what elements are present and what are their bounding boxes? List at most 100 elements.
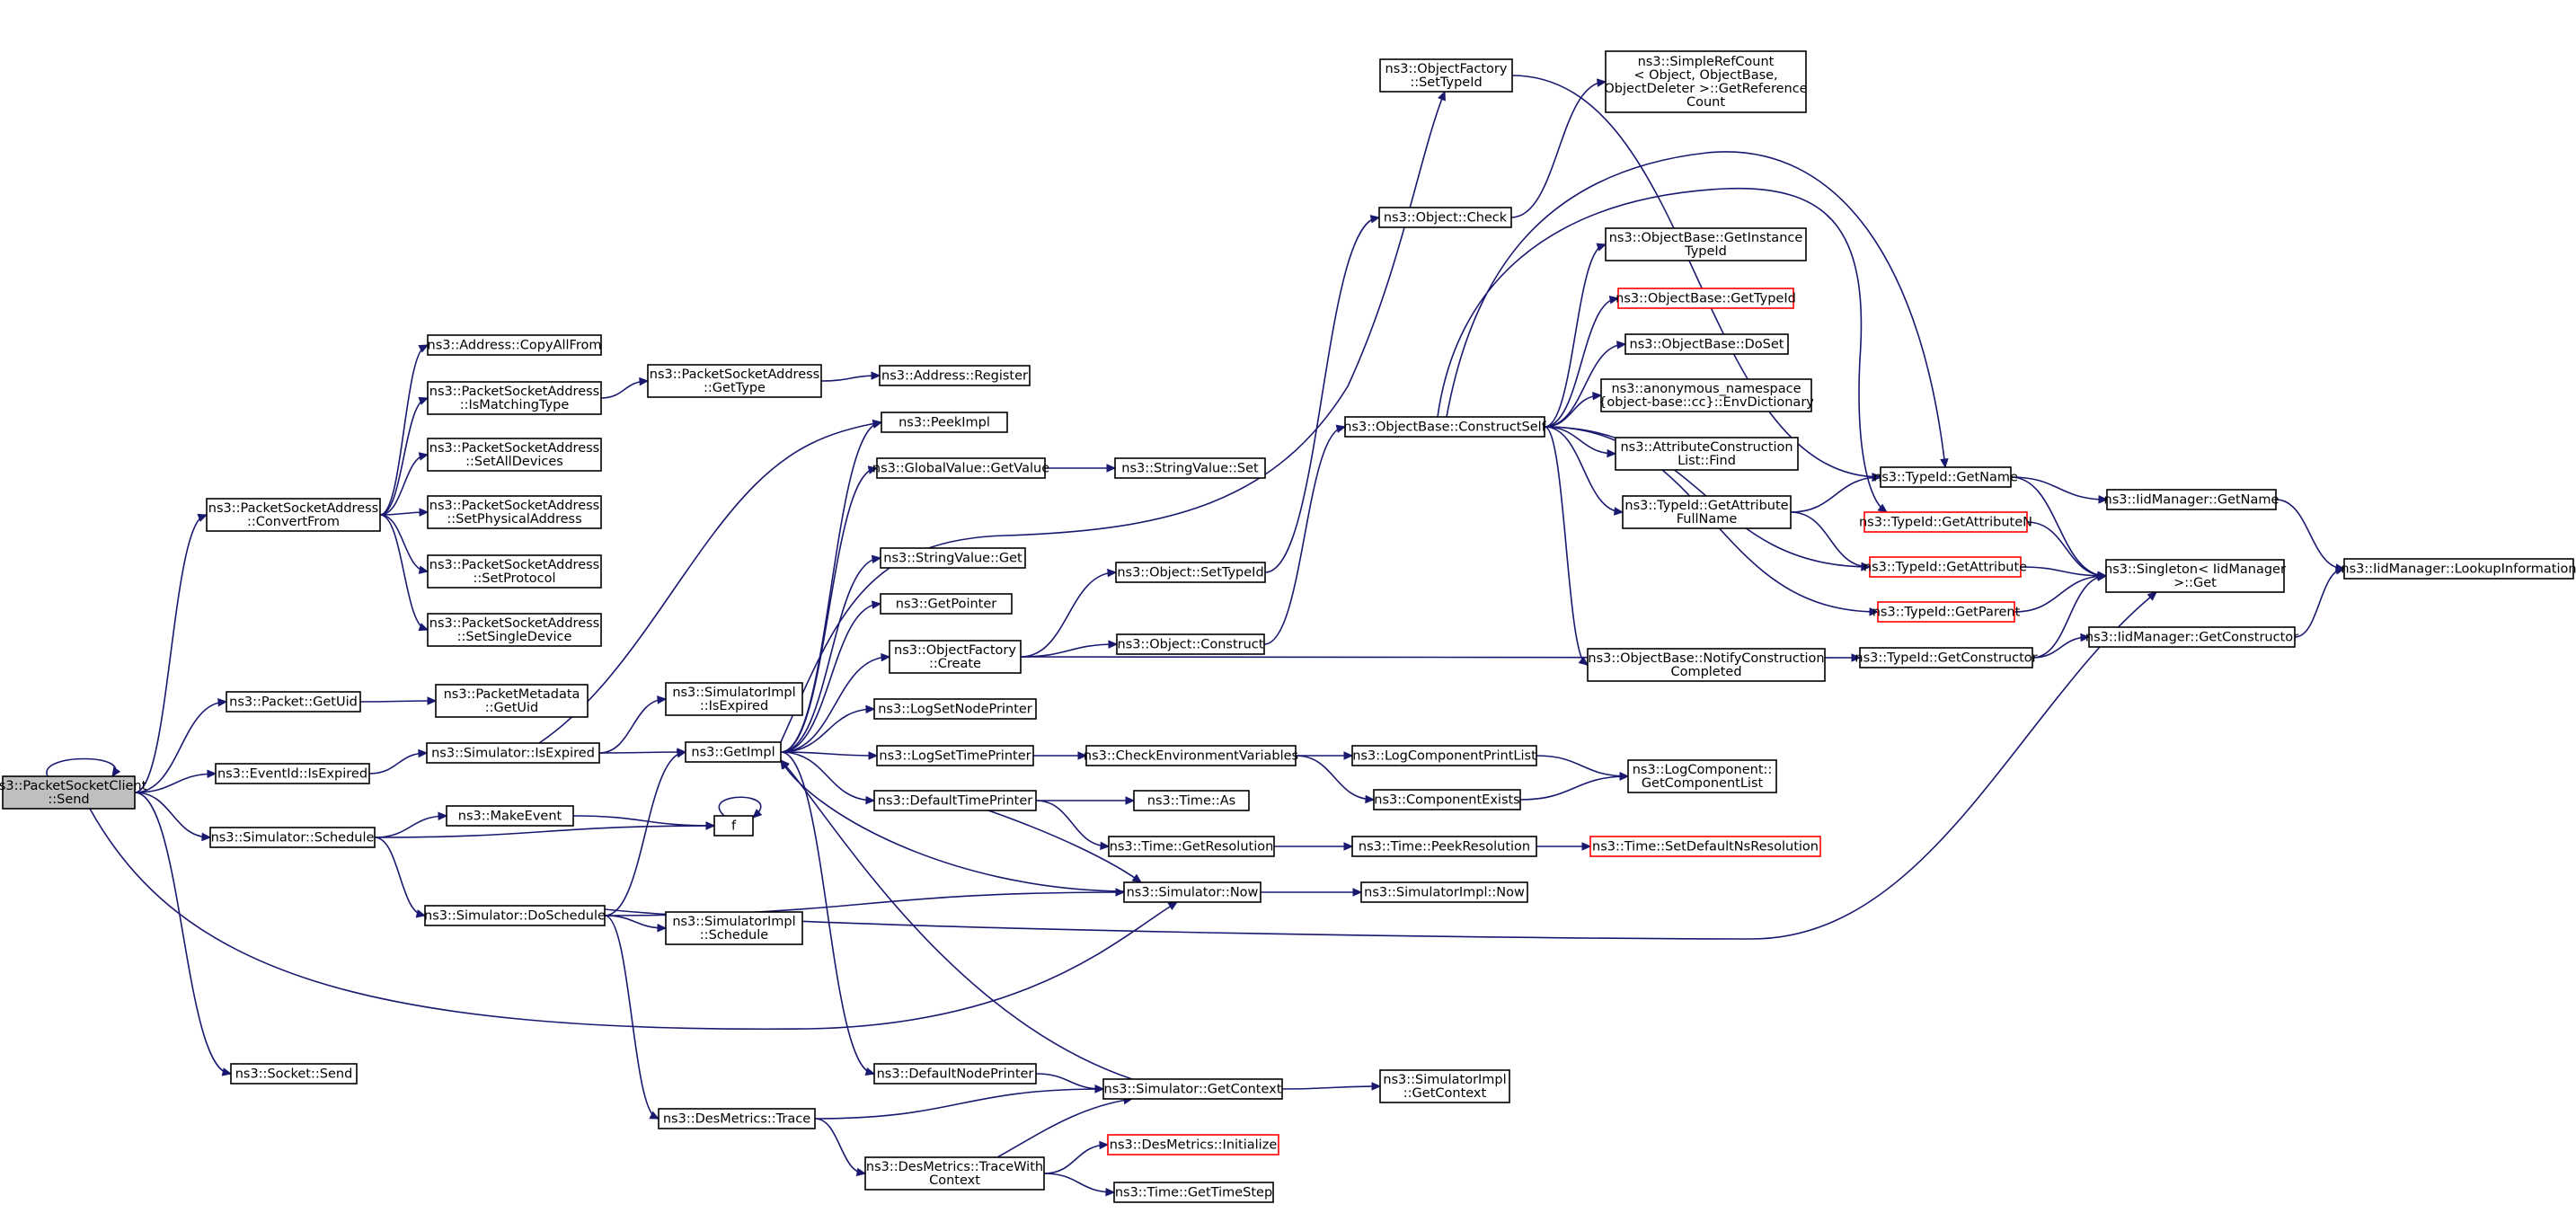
node-peekImpl[interactable]: ns3::PeekImpl — [881, 412, 1008, 433]
node-psaIsMatchingType[interactable]: ns3::PacketSocketAddress::IsMatchingType — [427, 381, 602, 415]
node-pktAddrConvertFrom[interactable]: ns3::PacketSocketAddress::ConvertFrom — [206, 498, 381, 532]
node-logSetTimePrinter[interactable]: ns3::LogSetTimePrinter — [876, 745, 1034, 766]
node-simDoSchedule[interactable]: ns3::Simulator::DoSchedule — [424, 905, 606, 926]
edge-obConstructSelf-to-anonEnvDictionary — [1544, 391, 1603, 428]
node-psaGetType[interactable]: ns3::PacketSocketAddress::GetType — [647, 364, 822, 398]
edge-objConstruct-to-obConstructSelf — [1263, 424, 1347, 645]
arrowhead — [1131, 873, 1143, 883]
node-simImplSchedule[interactable]: ns3::SimulatorImpl::Schedule — [665, 911, 803, 945]
node-packetGetUid[interactable]: ns3::Packet::GetUid — [226, 691, 361, 713]
node-label-line: ns3::DefaultTimePrinter — [878, 794, 1032, 809]
node-tidGetParent[interactable]: ns3::TypeId::GetParent — [1872, 601, 2021, 623]
node-gvGetValue[interactable]: ns3::GlobalValue::GetValue — [872, 457, 1049, 479]
node-tidGetAttribute[interactable]: ns3::TypeId::GetAttribute — [1863, 556, 2027, 578]
edge-line — [604, 591, 2157, 940]
node-label-line: ns3::ObjectFactory — [894, 643, 1016, 658]
node-box — [1880, 466, 2012, 488]
node-compExists[interactable]: ns3::ComponentExists — [1373, 789, 1521, 810]
node-tidGetName[interactable]: ns3::TypeId::GetName — [1873, 466, 2018, 488]
node-objCheck[interactable]: ns3::Object::Check — [1378, 207, 1512, 228]
node-f[interactable]: f — [713, 815, 754, 837]
edge-line — [1437, 187, 1888, 513]
node-getImpl[interactable]: ns3::GetImpl — [685, 741, 782, 763]
node-root[interactable]: ns3::PacketSocketClient::Send — [0, 775, 147, 810]
node-psaSetPhysicalAddress[interactable]: ns3::PacketSocketAddress::SetPhysicalAdd… — [427, 495, 602, 529]
arrowhead — [1077, 751, 1088, 760]
node-simSchedule[interactable]: ns3::Simulator::Schedule — [209, 827, 376, 848]
node-label-line: ns3::Simulator::IsExpired — [431, 747, 595, 761]
node-obDoSet[interactable]: ns3::ObjectBase::DoSet — [1624, 333, 1789, 355]
node-timeSetDefaultNsResolution[interactable]: ns3::Time::SetDefaultNsResolution — [1589, 836, 1821, 857]
arrowhead — [418, 623, 429, 632]
node-box — [1123, 881, 1261, 903]
node-iidGetConstructor[interactable]: ns3::IidManager::GetConstructor — [2085, 626, 2298, 648]
node-objSetTypeId[interactable]: ns3::Object::SetTypeId — [1115, 562, 1266, 583]
node-makeEvent[interactable]: ns3::MakeEvent — [446, 805, 574, 827]
node-timePeekResolution[interactable]: ns3::Time::PeekResolution — [1351, 836, 1537, 857]
node-label-line: ns3::EventId::IsExpired — [217, 767, 367, 782]
edge-tidGetConstructor-to-singletonGet — [2032, 572, 2108, 659]
edge-line — [134, 792, 232, 1075]
node-svGet[interactable]: ns3::StringValue::Get — [880, 547, 1026, 569]
node-desInitialize[interactable]: ns3::DesMetrics::Initialize — [1107, 1134, 1279, 1155]
edge-getImpl-to-getPointer — [780, 600, 882, 753]
node-simImplNow[interactable]: ns3::SimulatorImpl::Now — [1360, 881, 1528, 903]
arrowhead — [1343, 842, 1354, 851]
edge-line — [718, 796, 762, 819]
arrowhead — [752, 809, 763, 819]
node-simNow[interactable]: ns3::Simulator::Now — [1123, 881, 1261, 903]
node-iidLookupInformation[interactable]: ns3::IidManager::LookupInformation — [2341, 558, 2576, 580]
node-label-line: Context — [929, 1173, 980, 1188]
node-timeGetResolution[interactable]: ns3::Time::GetResolution — [1108, 836, 1275, 857]
node-label-line: ns3::GetPointer — [896, 598, 997, 612]
node-logSetNodePrinter[interactable]: ns3::LogSetNodePrinter — [873, 698, 1037, 720]
node-psaSetAllDevices[interactable]: ns3::PacketSocketAddress::SetAllDevices — [427, 438, 602, 472]
node-defaultTimePrinter[interactable]: ns3::DefaultTimePrinter — [873, 790, 1037, 811]
edge-desTraceWithContext-to-desInitialize — [1043, 1140, 1110, 1174]
node-ofCreate[interactable]: ns3::ObjectFactory::Create — [889, 640, 1022, 674]
node-label-line: ns3::ObjectBase::DoSet — [1630, 338, 1784, 352]
node-desTrace[interactable]: ns3::DesMetrics::Trace — [658, 1108, 816, 1129]
node-label-line: FullName — [1677, 512, 1738, 527]
node-timeGetTimeStep[interactable]: ns3::Time::GetTimeStep — [1113, 1182, 1274, 1203]
node-obConstructSelf[interactable]: ns3::ObjectBase::ConstructSelf — [1343, 416, 1547, 438]
node-timeAs[interactable]: ns3::Time::As — [1133, 790, 1250, 811]
node-box — [1133, 790, 1250, 811]
node-defaultNodePrinter[interactable]: ns3::DefaultNodePrinter — [873, 1063, 1037, 1085]
node-tidGetAttributeN[interactable]: ns3::TypeId::GetAttributeN — [1859, 511, 2032, 533]
node-anonEnvDictionary[interactable]: ns3::anonymous_namespace{object-base::cc… — [1598, 378, 1814, 412]
node-checkEnvVars[interactable]: ns3::CheckEnvironmentVariables — [1084, 745, 1298, 766]
node-singletonGet[interactable]: ns3::Singleton< IidManager >::Get — [2104, 559, 2286, 593]
node-eventIdIsExpired[interactable]: ns3::EventId::IsExpired — [215, 763, 370, 784]
node-pmGetUid[interactable]: ns3::PacketMetadata::GetUid — [435, 684, 589, 718]
node-addrRegister[interactable]: ns3::Address::Register — [879, 365, 1031, 386]
node-simpleRefCount[interactable]: ns3::SimpleRefCount< Object, ObjectBase,… — [1604, 50, 1808, 113]
node-socketSend[interactable]: ns3::Socket::Send — [230, 1063, 358, 1085]
node-svSet[interactable]: ns3::StringValue::Set — [1114, 457, 1266, 479]
node-addrCopyAllFrom[interactable]: ns3::Address::CopyAllFrom — [427, 334, 602, 356]
node-simGetContext[interactable]: ns3::Simulator::GetContext — [1102, 1078, 1283, 1100]
node-objConstruct[interactable]: ns3::Object::Construct — [1116, 633, 1265, 655]
node-psaSetProtocol[interactable]: ns3::PacketSocketAddress::SetProtocol — [427, 554, 602, 589]
node-getPointer[interactable]: ns3::GetPointer — [880, 593, 1013, 615]
node-ofSetTypeId[interactable]: ns3::ObjectFactory::SetTypeId — [1379, 58, 1513, 93]
node-logCompPrintList[interactable]: ns3::LogComponentPrintList — [1351, 745, 1537, 766]
node-simIsExpired[interactable]: ns3::Simulator::IsExpired — [426, 742, 600, 764]
edge-line — [780, 91, 1446, 743]
node-box — [426, 742, 600, 764]
node-simImplIsExpired[interactable]: ns3::SimulatorImpl::IsExpired — [665, 682, 803, 716]
node-psaSetSingleDevice[interactable]: ns3::PacketSocketAddress::SetSingleDevic… — [427, 613, 602, 647]
node-label-line: ns3::GetImpl — [691, 746, 775, 760]
node-iidGetName[interactable]: ns3::IidManager::GetName — [2104, 489, 2279, 510]
node-logCompGetComponentList[interactable]: ns3::LogComponent::GetComponentList — [1627, 759, 1777, 793]
node-simImplGetContext[interactable]: ns3::SimulatorImpl::GetContext — [1379, 1069, 1510, 1103]
node-obNotifyConstructionCompleted[interactable]: ns3::ObjectBase::NotifyConstructionCompl… — [1587, 648, 1826, 682]
node-label-line: ns3::PacketSocketAddress — [429, 558, 599, 572]
edge-simDoSchedule-to-desTrace — [604, 915, 660, 1120]
node-tidGetConstructor[interactable]: ns3::TypeId::GetConstructor — [1855, 647, 2038, 668]
node-obGetTypeId[interactable]: ns3::ObjectBase::GetTypeId — [1616, 288, 1796, 309]
